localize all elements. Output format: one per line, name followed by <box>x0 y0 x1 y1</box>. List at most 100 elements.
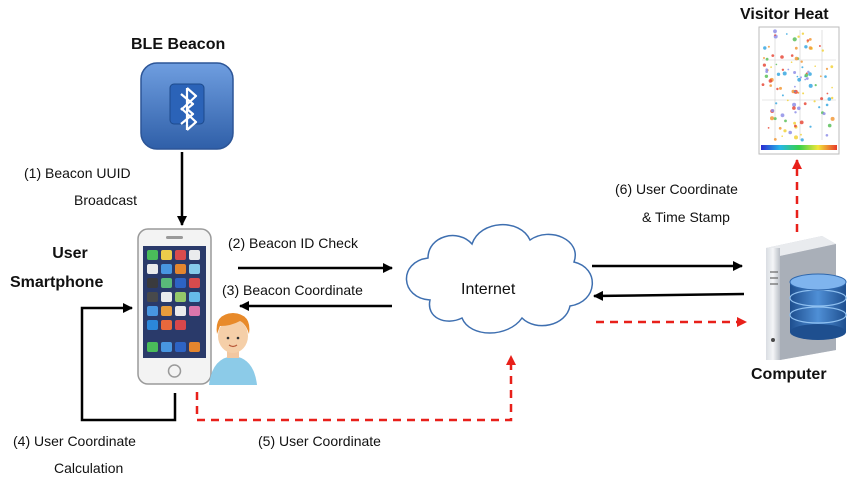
heat-dot <box>793 71 797 74</box>
heat-dot <box>794 85 796 88</box>
ble-beacon-title: BLE Beacon <box>131 36 226 53</box>
step-3-label: (3) Beacon Coordinate <box>222 282 363 298</box>
heatmap-thumbnail <box>758 26 840 155</box>
arrow-computer-to-internet <box>593 290 745 301</box>
heat-dot <box>775 63 778 66</box>
heat-dot <box>783 129 787 133</box>
heat-dot <box>790 61 793 63</box>
heat-dot <box>807 70 810 74</box>
heat-dot <box>784 119 787 123</box>
heat-dot <box>805 77 809 80</box>
smartphone-icon <box>137 228 212 385</box>
heat-dot <box>770 116 774 121</box>
heat-dot <box>802 92 805 95</box>
ble-beacon-device <box>140 62 234 150</box>
heat-dot <box>808 72 812 76</box>
heat-dot <box>830 116 835 121</box>
heat-dot <box>764 74 769 79</box>
heat-dot <box>814 84 817 87</box>
step-1-line2: Broadcast <box>74 192 138 208</box>
heat-dot <box>778 126 782 130</box>
heat-dot <box>779 86 782 90</box>
heat-dot <box>785 33 788 35</box>
heat-dot <box>788 130 792 135</box>
database-icon <box>789 273 847 340</box>
step-1-line1: (1) Beacon UUID <box>24 165 131 181</box>
heat-dot <box>814 65 816 67</box>
heat-dot <box>794 56 799 61</box>
heat-dot <box>804 78 807 81</box>
heat-dot <box>820 97 824 101</box>
heat-dot <box>800 76 802 79</box>
heat-dot <box>792 37 797 42</box>
heat-dot <box>825 134 829 137</box>
heat-dot <box>792 106 796 110</box>
step-5-label: (5) User Coordinate <box>258 433 381 449</box>
visitor-heat-title: Visitor Heat <box>740 6 829 23</box>
heat-dot <box>808 38 812 41</box>
heat-dot <box>826 92 829 95</box>
heat-dot <box>776 87 779 91</box>
heat-dot <box>818 45 821 47</box>
heat-dot <box>800 138 804 142</box>
heat-dot <box>813 100 816 103</box>
heat-dot <box>773 138 777 141</box>
heat-dot <box>771 109 775 113</box>
smartphone-label: Smartphone <box>10 274 104 291</box>
step-2-label: (2) Beacon ID Check <box>228 235 358 251</box>
heat-dot <box>781 135 783 137</box>
heat-dot <box>767 45 770 48</box>
heat-dot <box>831 86 833 89</box>
heat-dot <box>775 102 778 105</box>
heat-dot <box>762 63 767 67</box>
step-4-line1: (4) User Coordinate <box>13 433 136 449</box>
heat-dot <box>781 68 785 72</box>
cloud-icon <box>405 224 593 334</box>
heat-dot <box>792 102 797 107</box>
heat-dot <box>801 32 805 35</box>
heat-dot <box>808 83 813 88</box>
heat-dot <box>806 41 809 43</box>
arrow-user-coordinate-to-internet <box>195 355 516 422</box>
heat-dot <box>790 54 794 57</box>
heat-dot <box>761 83 765 86</box>
heat-dot <box>797 77 802 82</box>
heat-dot <box>767 127 770 129</box>
heat-dot <box>824 75 827 78</box>
heat-dot <box>776 72 781 77</box>
step-6-line1: (6) User Coordinate <box>615 181 738 197</box>
heat-dot <box>794 111 797 114</box>
heat-dot <box>830 65 834 69</box>
heat-dot <box>818 106 821 109</box>
heat-dot <box>825 67 829 70</box>
heat-dot <box>786 99 789 102</box>
heat-dot <box>793 121 796 125</box>
heat-dot <box>763 57 765 59</box>
heat-dot <box>768 79 773 83</box>
internet-label: Internet <box>461 281 516 298</box>
heat-dot <box>799 120 804 125</box>
heat-dot <box>765 68 768 71</box>
heat-dot <box>827 123 832 128</box>
heat-dot <box>797 106 801 111</box>
heat-dot <box>808 46 813 50</box>
heat-dot <box>794 135 798 140</box>
heat-dot <box>809 125 812 128</box>
heat-dot <box>797 91 800 94</box>
heat-dot <box>769 84 772 87</box>
step-4-line2: Calculation <box>54 460 124 476</box>
heat-dot <box>771 54 775 57</box>
heat-dot <box>804 45 808 49</box>
heat-dot <box>831 96 834 100</box>
heat-dot <box>794 46 798 50</box>
heat-dot <box>801 66 804 69</box>
heat-dot <box>827 97 832 101</box>
user-avatar-icon <box>209 313 257 385</box>
user-label: User <box>52 245 88 262</box>
heat-dot <box>763 46 767 50</box>
heat-dot <box>780 55 784 59</box>
heat-dot <box>782 71 787 76</box>
step-6-line2: & Time Stamp <box>642 209 730 225</box>
heat-dot <box>765 70 769 73</box>
